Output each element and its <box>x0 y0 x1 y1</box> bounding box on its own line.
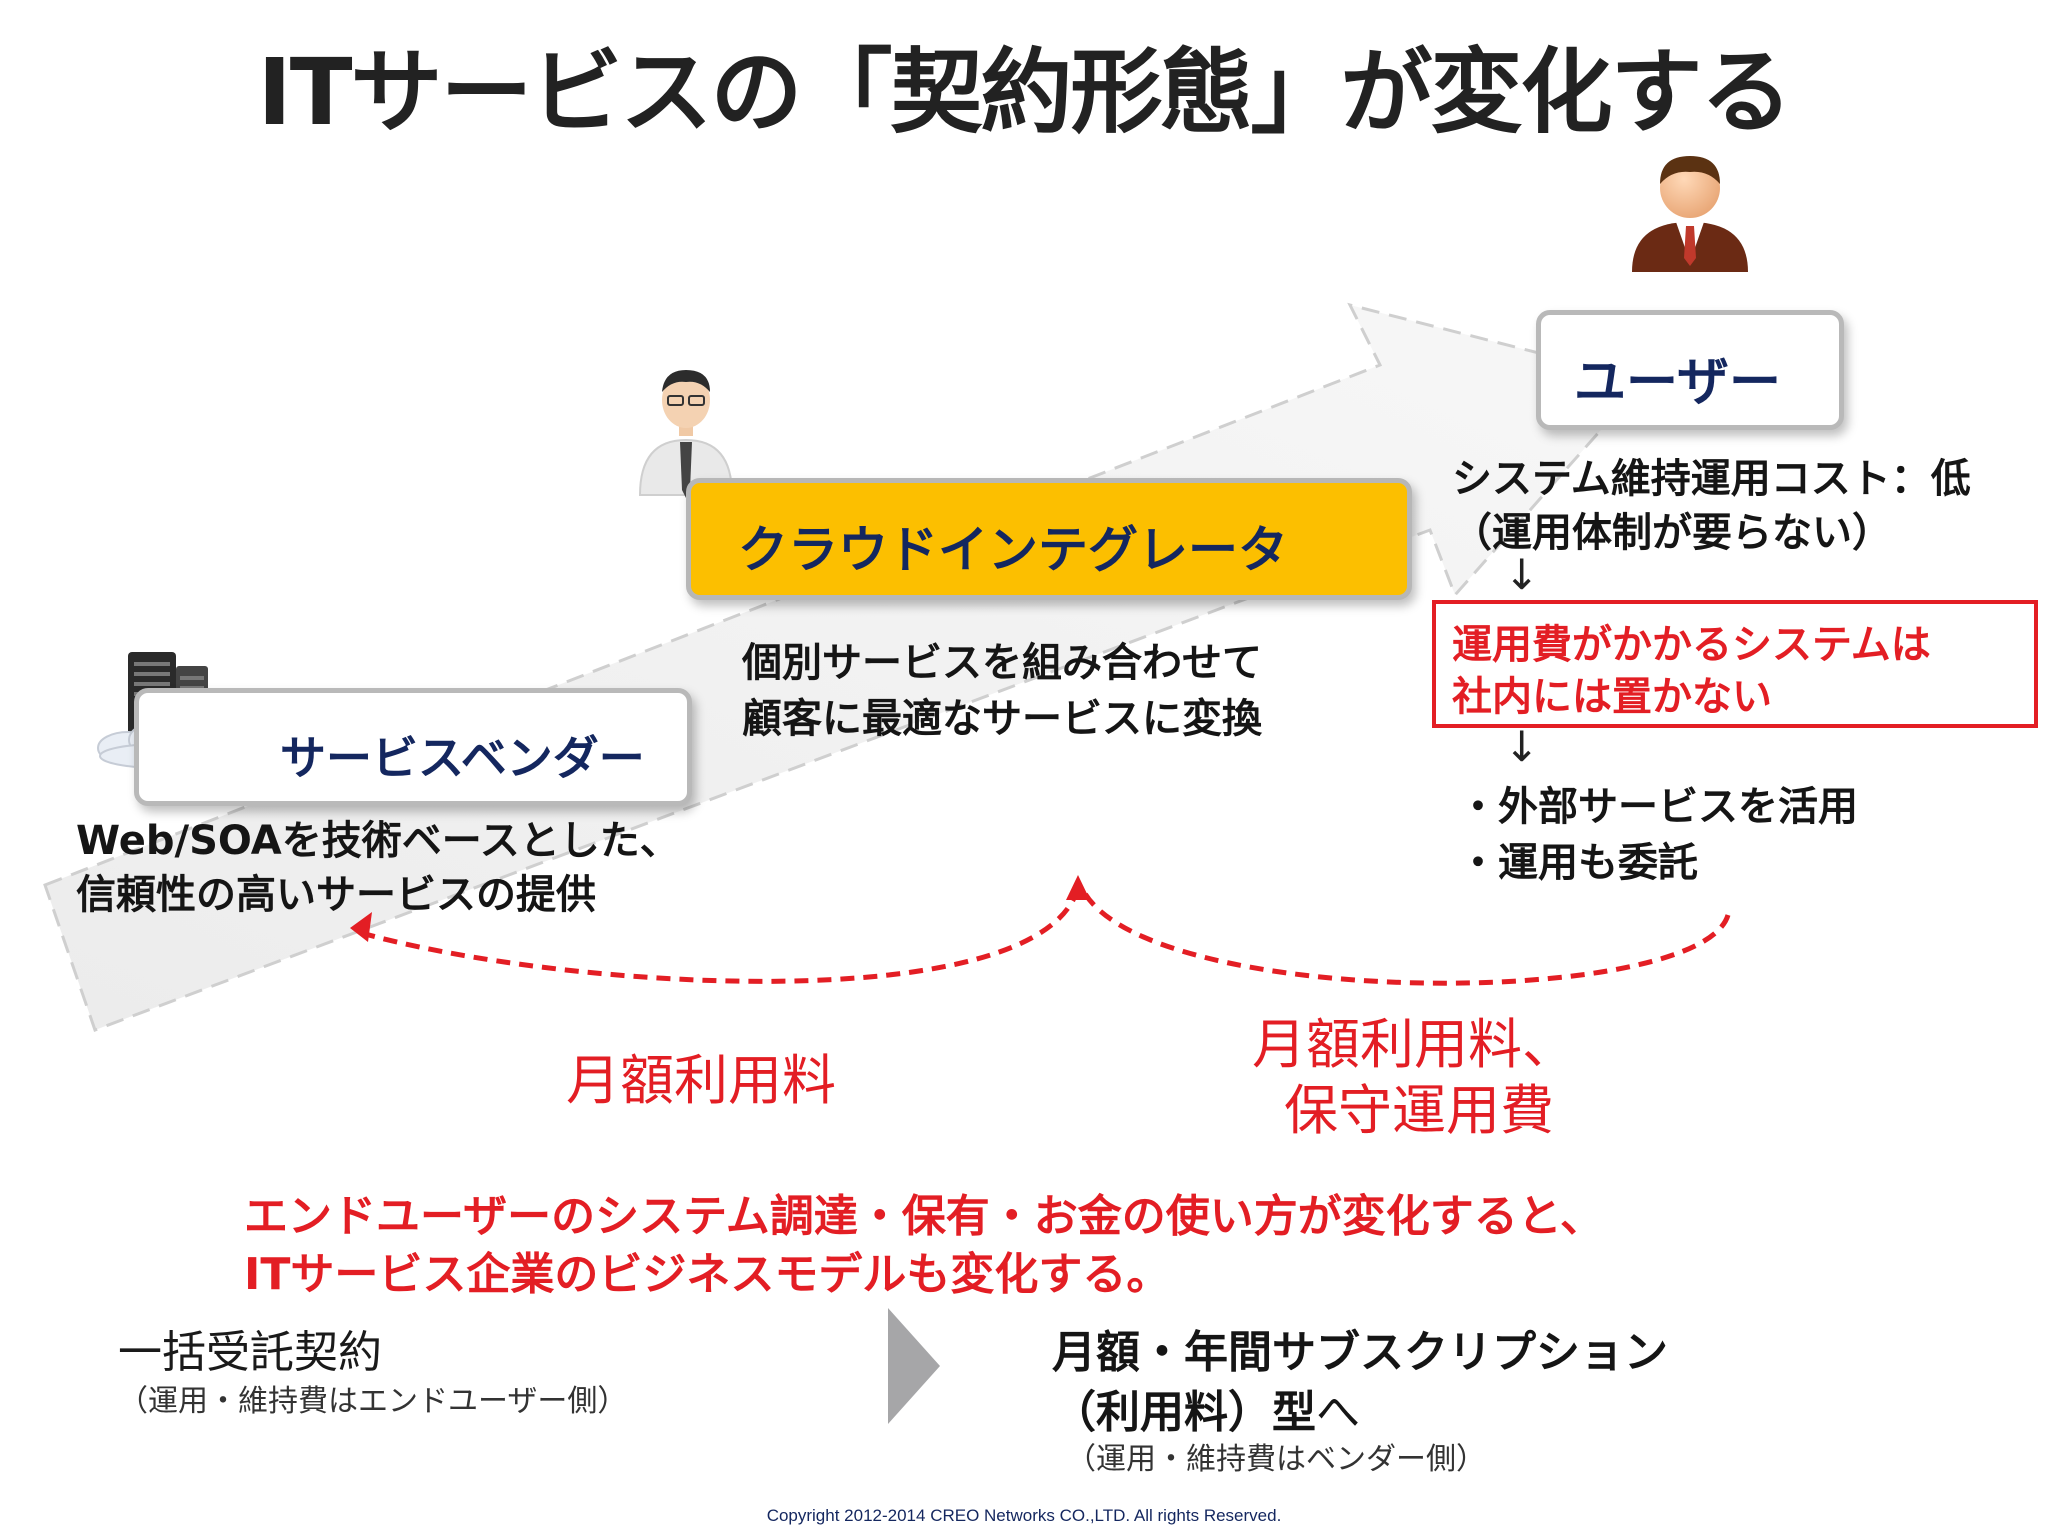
down-arrow-icon: ↓ <box>1504 550 1540 599</box>
vendor-desc-line2: 信頼性の高いサービスの提供 <box>76 872 596 918</box>
chevron-right-icon <box>888 1308 940 1424</box>
conclusion-line2: ITサービス企業のビジネスモデルも変化する。 <box>244 1249 1171 1300</box>
integrator-desc-line1: 個別サービスを組み合わせて <box>742 640 1262 686</box>
flow-label-right-line1: 月額利用料、 <box>1252 1013 1576 1076</box>
vendor-label: サービスベンダー <box>280 731 645 785</box>
flow-arrow-right <box>1079 886 1731 986</box>
integrator-box <box>686 478 1412 600</box>
flow-label-left: 月額利用料 <box>566 1049 836 1112</box>
user-label: ユーザー <box>1574 353 1781 413</box>
integrator-desc-line2: 顧客に最適なサービスに変換 <box>742 696 1262 742</box>
businessman-icon <box>1632 156 1748 272</box>
after-contract-line2-bold: （利用料）型 <box>1052 1387 1316 1438</box>
vendor-desc-line1: Web/SOAを技術ベースとした、 <box>76 818 680 864</box>
user-warning-line2: 社内には置かない <box>1452 674 1772 720</box>
flow-label-right-line2: 保守運用費 <box>1284 1079 1554 1142</box>
after-contract-line1: 月額・年間サブスクリプション <box>1052 1327 1668 1378</box>
user-warning-box <box>1432 600 2038 728</box>
before-contract: 一括受託契約 <box>118 1327 382 1378</box>
flow-arrow-left <box>357 887 1081 984</box>
flow-arrow-left-head <box>350 912 372 942</box>
after-contract-line2: （利用料）型へ <box>1052 1376 1360 1440</box>
user-bullet-1: ・外部サービスを活用 <box>1458 784 1858 830</box>
page-title: ITサービスの「契約形態」が変化する <box>257 39 1793 146</box>
user-box <box>1536 310 1844 430</box>
flow-arrow-top-head <box>1066 875 1090 900</box>
after-contract-note: （運用・維持費はベンダー側） <box>1066 1442 1486 1477</box>
after-contract-line2-tail: へ <box>1316 1387 1360 1438</box>
conclusion-line1: エンドユーザーのシステム調達・保有・お金の使い方が変化すると、 <box>244 1191 1605 1242</box>
down-arrow-icon-2: ↓ <box>1504 722 1540 771</box>
user-bullet-2: ・運用も委託 <box>1458 840 1698 886</box>
vendor-box <box>134 688 692 806</box>
integrator-label: クラウドインテグレータ <box>738 521 1288 579</box>
user-warning-line1: 運用費がかかるシステムは <box>1452 622 1931 668</box>
before-contract-note: （運用・維持費はエンドユーザー側） <box>118 1384 628 1419</box>
user-cost-line1: システム維持運用コスト：低 <box>1452 456 1971 502</box>
copyright-footer: Copyright 2012-2014 CREO Networks CO.,LT… <box>766 1506 1282 1525</box>
user-cost-line2: （運用体制が要らない） <box>1452 510 1892 556</box>
